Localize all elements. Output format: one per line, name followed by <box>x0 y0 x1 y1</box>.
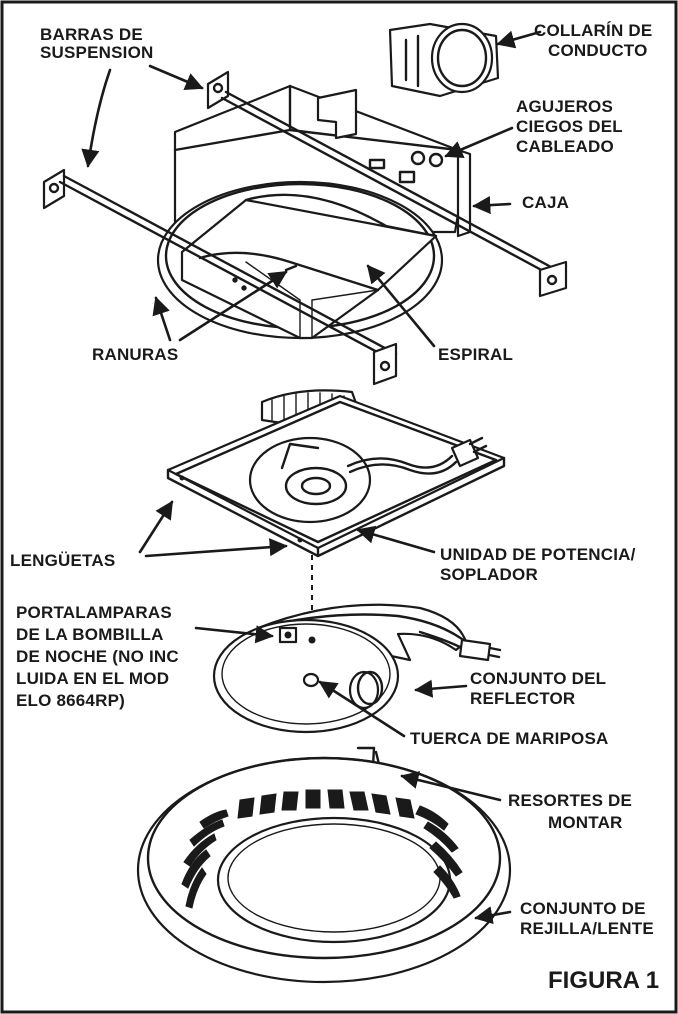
label-wing-nut: TUERCA DE MARIPOSA <box>410 729 608 748</box>
label-line: SOPLADOR <box>440 565 538 584</box>
grille-drawing <box>136 746 512 984</box>
label-line: AGUJEROS <box>516 97 613 116</box>
reflector-drawing <box>212 603 502 734</box>
label-night-light-socket: PORTALAMPARAS DE LA BOMBILLA DE NOCHE (N… <box>16 603 179 710</box>
leader-arrows <box>81 30 542 925</box>
label-housing: CAJA <box>522 193 569 212</box>
label-power-unit: UNIDAD DE POTENCIA/ SOPLADOR <box>440 545 636 584</box>
label-line: DE LA BOMBILLA <box>16 625 164 644</box>
label-line: COLLARÍN DE <box>534 21 652 40</box>
label-line: CONJUNTO DE <box>520 899 646 918</box>
label-line: BARRAS DE <box>40 25 143 44</box>
label-line: PORTALAMPARAS <box>16 603 172 622</box>
label-line: RESORTES DE <box>508 791 632 810</box>
label-line: REFLECTOR <box>470 689 575 708</box>
label-duct-collar: COLLARÍN DE CONDUCTO <box>534 21 652 60</box>
label-line: CONDUCTO <box>548 41 648 60</box>
label-line: UNIDAD DE POTENCIA/ <box>440 545 636 564</box>
label-line: ELO 8664RP) <box>16 691 125 710</box>
grille-slots <box>181 789 463 909</box>
grille-lens <box>216 816 452 944</box>
label-tabs: LENGÜETAS <box>10 551 115 570</box>
label-line: SUSPENSION <box>40 43 153 62</box>
label-suspension-bars: BARRAS DE SUSPENSION <box>40 25 153 62</box>
label-line: CABLEADO <box>516 137 614 156</box>
label-reflector-assembly: CONJUNTO DEL REFLECTOR <box>470 669 606 708</box>
power-unit-drawing <box>166 389 506 558</box>
label-line: DE NOCHE (NO INC <box>16 647 179 666</box>
duct-collar-drawing <box>388 22 500 98</box>
suspension-bars <box>42 70 568 386</box>
label-slots: RANURAS <box>92 345 178 364</box>
label-line: CIEGOS DEL <box>516 117 623 136</box>
label-line: CONJUNTO DEL <box>470 669 606 688</box>
figure-title: FIGURA 1 <box>548 967 659 994</box>
label-grille-lens-assembly: CONJUNTO DE REJILLA/LENTE <box>520 899 654 938</box>
label-line: LUIDA EN EL MOD <box>16 669 169 688</box>
label-line: MONTAR <box>548 813 623 832</box>
label-line: REJILLA/LENTE <box>520 919 654 938</box>
label-wiring-knockouts: AGUJEROS CIEGOS DEL CABLEADO <box>516 97 623 156</box>
label-scroll: ESPIRAL <box>438 345 513 364</box>
housing-drawing <box>42 70 568 386</box>
label-mounting-springs: RESORTES DE MONTAR <box>508 791 632 832</box>
